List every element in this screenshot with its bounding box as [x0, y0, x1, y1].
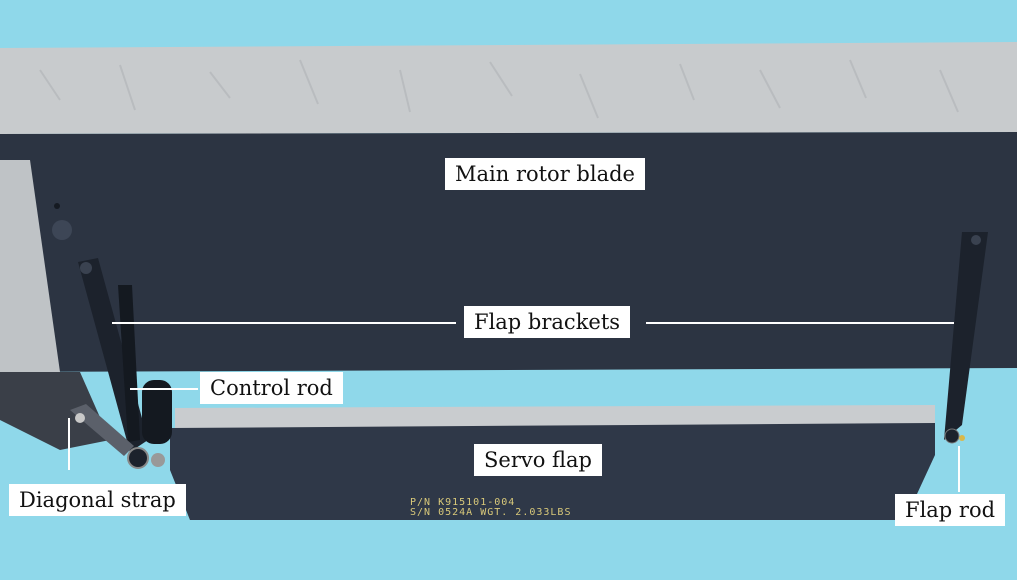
main-rotor-blade-label: Main rotor blade [445, 158, 645, 190]
control-rod-leader [130, 388, 198, 390]
blade-underside [0, 132, 1017, 372]
flap-rod-nut [959, 435, 965, 441]
blade-texture [39, 59, 959, 119]
flap-marking-line-1: P/N K915101-004 [410, 497, 516, 508]
servo-flap-label: Servo flap [474, 444, 603, 476]
flap-marking-line-2: S/N 0524A WGT. 2.033LBS [410, 507, 572, 518]
flap-rod-leader [958, 446, 960, 492]
flap-brackets-label: Flap brackets [464, 306, 631, 338]
right-flap-bracket [944, 232, 988, 440]
bracket-joint [127, 447, 149, 469]
blade-root-fitting [0, 160, 60, 372]
flap-rod-label: Flap rod [895, 494, 1006, 526]
diagonal-strap-leader [68, 418, 70, 470]
diagonal-strap [70, 404, 134, 456]
servo-flap-edge [175, 405, 935, 430]
root-strap-housing [0, 372, 110, 450]
flap-hinge [151, 453, 165, 467]
rivet [52, 220, 72, 240]
bracket-pivot [80, 262, 92, 274]
control-rod [118, 285, 140, 442]
control-rod-boot [142, 380, 172, 444]
strap-bolt [75, 413, 85, 423]
flap-rod-end [944, 428, 960, 444]
flap-brackets-leader-right [646, 322, 954, 324]
diagonal-strap-label: Diagonal strap [9, 484, 186, 516]
bracket-pivot [971, 235, 981, 245]
control-rod-label: Control rod [200, 372, 343, 404]
blade-leading-edge [0, 42, 1017, 134]
rivet [54, 203, 60, 209]
flap-brackets-leader-left [112, 322, 456, 324]
